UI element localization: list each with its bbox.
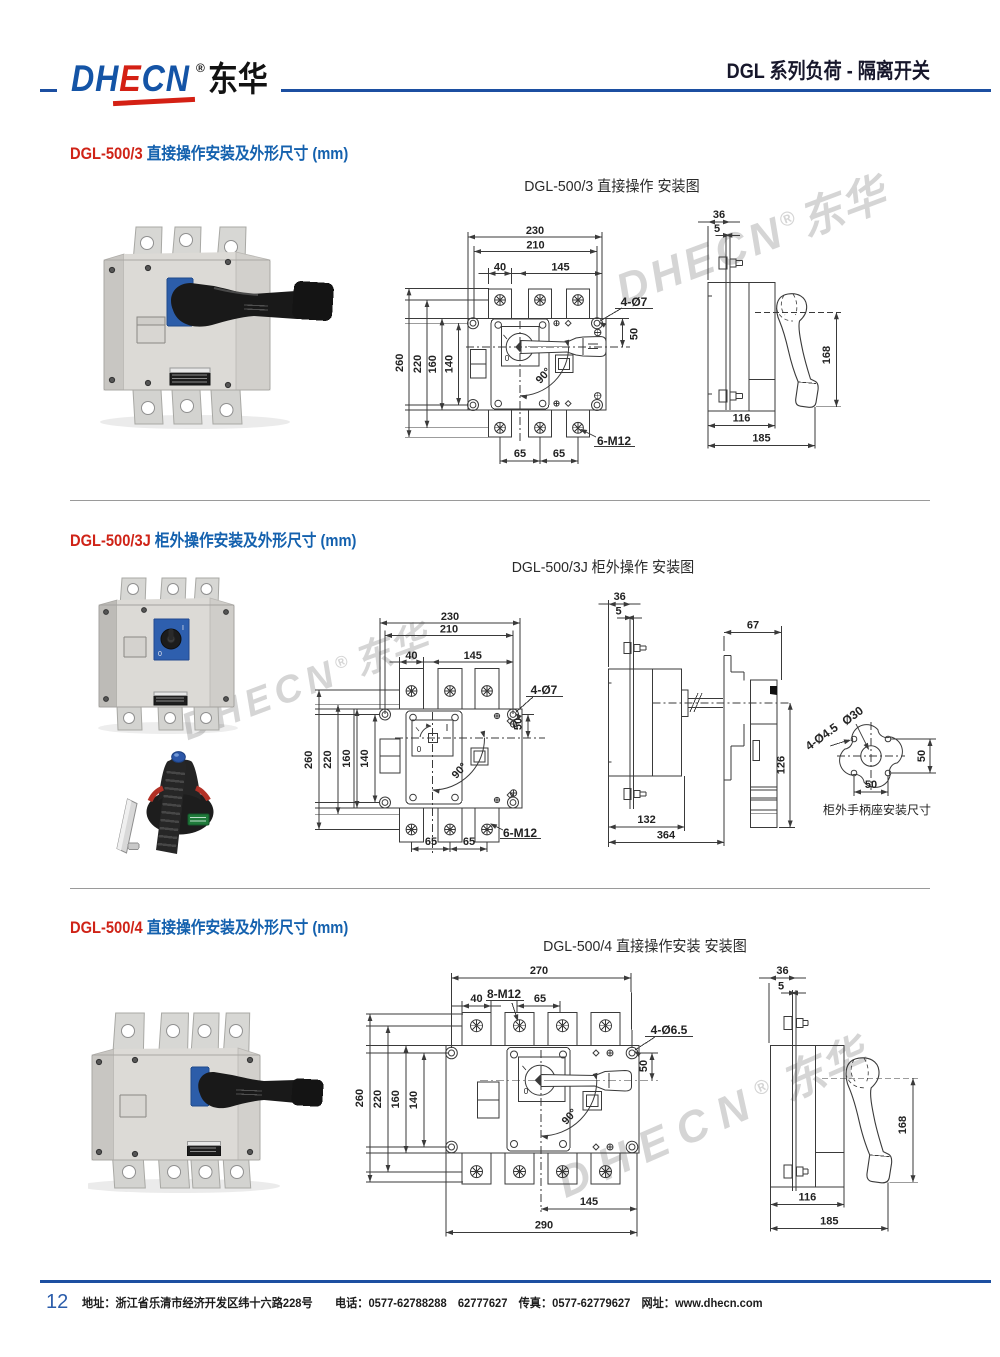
svg-text:5: 5: [778, 981, 784, 993]
svg-text:5: 5: [714, 223, 720, 235]
svg-text:116: 116: [733, 413, 751, 425]
svg-text:185: 185: [820, 1216, 838, 1228]
svg-text:260: 260: [354, 1089, 366, 1107]
svg-text:6-M12: 6-M12: [503, 826, 537, 840]
svg-text:I: I: [182, 625, 184, 632]
svg-text:145: 145: [551, 262, 569, 274]
svg-text:90°: 90°: [560, 1107, 580, 1127]
svg-text:67: 67: [747, 619, 759, 631]
svg-text:5: 5: [615, 606, 621, 618]
svg-text:40: 40: [494, 262, 506, 274]
svg-text:65: 65: [553, 448, 565, 460]
svg-text:I: I: [502, 333, 509, 341]
svg-text:Ø30: Ø30: [839, 703, 866, 728]
svg-text:210: 210: [440, 624, 458, 636]
svg-text:145: 145: [464, 650, 482, 662]
svg-text:36: 36: [713, 209, 725, 221]
svg-text:50: 50: [629, 328, 641, 340]
svg-text:65: 65: [514, 448, 526, 460]
svg-text:116: 116: [798, 1192, 816, 1204]
svg-text:柜外手柄座安装尺寸: 柜外手柄座安装尺寸: [823, 802, 931, 817]
svg-text:4-Ø6.5: 4-Ø6.5: [651, 1023, 688, 1037]
svg-text:220: 220: [412, 355, 424, 373]
svg-text:140: 140: [408, 1091, 420, 1109]
svg-text:126: 126: [776, 756, 788, 774]
svg-text:0: 0: [417, 745, 422, 754]
svg-text:40: 40: [470, 993, 482, 1005]
svg-text:185: 185: [752, 433, 770, 445]
svg-text:140: 140: [359, 749, 371, 767]
svg-text:6-M12: 6-M12: [597, 434, 631, 448]
svg-text:40: 40: [405, 650, 417, 662]
svg-text:160: 160: [341, 749, 353, 767]
svg-text:145: 145: [580, 1196, 598, 1208]
svg-text:50: 50: [513, 718, 525, 730]
svg-text:160: 160: [427, 355, 439, 373]
svg-text:8-M12: 8-M12: [487, 987, 521, 1001]
svg-text:90°: 90°: [534, 366, 554, 386]
svg-text:0: 0: [524, 1087, 529, 1096]
svg-text:4-Ø7: 4-Ø7: [531, 683, 558, 697]
svg-text:230: 230: [526, 225, 544, 237]
svg-text:36: 36: [614, 591, 626, 603]
svg-text:260: 260: [395, 354, 406, 372]
svg-text:220: 220: [372, 1090, 384, 1108]
svg-text:364: 364: [657, 829, 676, 841]
svg-text:50: 50: [865, 779, 877, 791]
svg-text:132: 132: [637, 814, 655, 826]
svg-text:270: 270: [530, 965, 548, 977]
svg-text:140: 140: [444, 355, 456, 373]
svg-text:50: 50: [916, 750, 928, 762]
svg-text:260: 260: [303, 751, 315, 769]
svg-text:0: 0: [505, 354, 510, 363]
svg-text:290: 290: [535, 1220, 553, 1232]
svg-text:90°: 90°: [450, 761, 470, 781]
svg-text:4-Ø4.5: 4-Ø4.5: [803, 720, 841, 753]
svg-text:160: 160: [390, 1090, 402, 1108]
svg-text:168: 168: [897, 1116, 909, 1134]
svg-text:168: 168: [821, 346, 833, 364]
svg-text:4-Ø7: 4-Ø7: [621, 295, 648, 309]
svg-text:230: 230: [441, 611, 459, 623]
svg-text:0: 0: [158, 651, 162, 658]
svg-text:220: 220: [322, 750, 334, 768]
svg-text:36: 36: [776, 965, 788, 977]
svg-text:65: 65: [463, 836, 475, 848]
svg-text:65: 65: [425, 836, 437, 848]
svg-text:I: I: [521, 1064, 528, 1072]
svg-text:210: 210: [526, 240, 544, 252]
svg-text:50: 50: [638, 1060, 650, 1072]
svg-text:I: I: [415, 727, 421, 734]
svg-text:65: 65: [534, 993, 546, 1005]
